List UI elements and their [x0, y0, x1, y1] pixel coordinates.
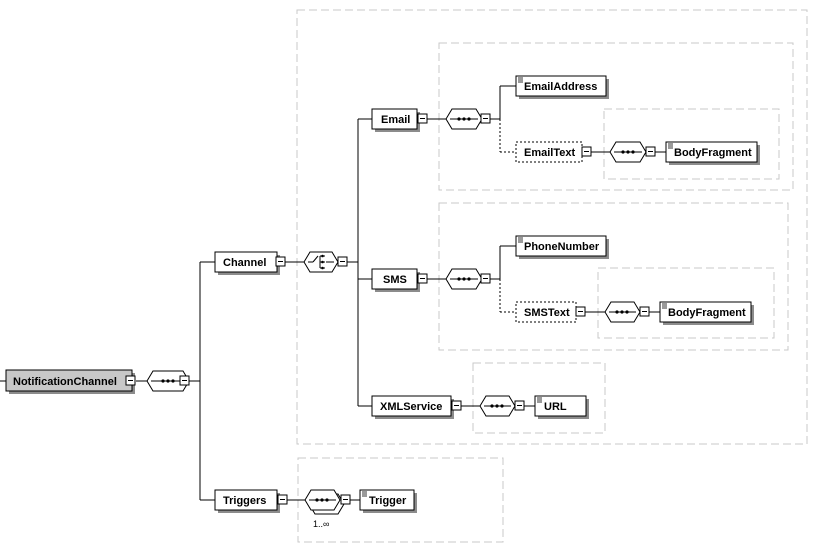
- element-label: Email: [381, 114, 410, 126]
- xmlservice-type-group: [472, 362, 606, 434]
- sequence-compositor-sms: [445, 268, 483, 290]
- sequence-compositor-smstext: [604, 301, 641, 323]
- annotation-doc-icon: [518, 237, 523, 243]
- element-label: BodyFragment: [668, 307, 746, 319]
- collapse-toggle-emailtext[interactable]: [581, 146, 592, 157]
- choice-compositor: [303, 251, 339, 273]
- element-bodyfragment-sms[interactable]: BodyFragment: [659, 301, 754, 325]
- collapse-toggle-sms-seq[interactable]: [480, 273, 491, 284]
- annotation-doc-icon: [362, 491, 367, 497]
- element-label: SMS: [383, 274, 407, 286]
- element-email[interactable]: Email: [371, 108, 420, 132]
- sequence-compositor-xmlservice: [479, 395, 516, 417]
- element-triggers[interactable]: Triggers: [214, 489, 280, 513]
- cardinality-label: 1..∞: [313, 519, 329, 529]
- element-label: Channel: [223, 257, 266, 269]
- sms-text-type-group: [597, 267, 775, 339]
- channel-type-group: [296, 9, 808, 445]
- element-notificationchannel[interactable]: NotificationChannel: [5, 369, 135, 394]
- element-trigger[interactable]: Trigger: [359, 489, 417, 513]
- element-label: PhoneNumber: [524, 241, 600, 253]
- element-label: BodyFragment: [674, 147, 752, 159]
- sequence-compositor-emailtext: [609, 141, 647, 163]
- collapse-toggle-emailtext-seq[interactable]: [645, 146, 656, 157]
- element-label: NotificationChannel: [13, 376, 117, 388]
- collapse-toggle-root-seq[interactable]: [179, 375, 190, 386]
- element-label: EmailText: [524, 147, 575, 159]
- collapse-toggle-triggers[interactable]: [277, 494, 288, 505]
- collapse-toggle-xmlservice[interactable]: [451, 400, 462, 411]
- element-url[interactable]: URL: [534, 395, 589, 419]
- connector-lines: [0, 85, 666, 501]
- element-bodyfragment-email[interactable]: BodyFragment: [665, 141, 760, 165]
- element-smstext[interactable]: SMSText: [515, 301, 577, 323]
- collapse-toggle-root[interactable]: [125, 375, 136, 386]
- sequence-compositor-email: [445, 108, 483, 130]
- email-type-group: [438, 42, 794, 191]
- element-label: SMSText: [524, 307, 570, 319]
- collapse-toggle-xmlservice-seq[interactable]: [514, 400, 525, 411]
- element-sms[interactable]: SMS: [371, 268, 420, 292]
- annotation-doc-icon: [537, 397, 542, 403]
- element-label: EmailAddress: [524, 81, 597, 93]
- element-label: XMLService: [380, 401, 442, 413]
- annotation-doc-icon: [518, 77, 523, 83]
- sequence-compositor-root: [146, 370, 190, 392]
- collapse-toggle-email-seq[interactable]: [480, 113, 491, 124]
- collapse-toggle-smstext[interactable]: [575, 306, 586, 317]
- sequence-compositor-triggers: [304, 489, 345, 515]
- sms-type-group: [438, 202, 789, 351]
- element-label: Triggers: [223, 495, 266, 507]
- element-xmlservice[interactable]: XMLService: [371, 395, 454, 419]
- element-emailaddress[interactable]: EmailAddress: [515, 75, 609, 99]
- collapse-toggle-sms[interactable]: [417, 273, 428, 284]
- collapse-toggle-smstext-seq[interactable]: [639, 306, 650, 317]
- annotation-doc-icon: [668, 143, 673, 149]
- collapse-toggle-email[interactable]: [417, 113, 428, 124]
- email-text-type-group: [603, 108, 780, 180]
- collapse-toggle-channel[interactable]: [275, 256, 286, 267]
- element-label: URL: [544, 401, 567, 413]
- annotation-doc-icon: [662, 303, 667, 309]
- element-label: Trigger: [369, 495, 407, 507]
- collapse-toggle-choice[interactable]: [337, 256, 348, 267]
- element-emailtext[interactable]: EmailText: [515, 141, 583, 163]
- element-channel[interactable]: Channel: [214, 251, 280, 275]
- element-phonenumber[interactable]: PhoneNumber: [515, 235, 609, 259]
- collapse-toggle-triggers-seq[interactable]: [340, 494, 351, 505]
